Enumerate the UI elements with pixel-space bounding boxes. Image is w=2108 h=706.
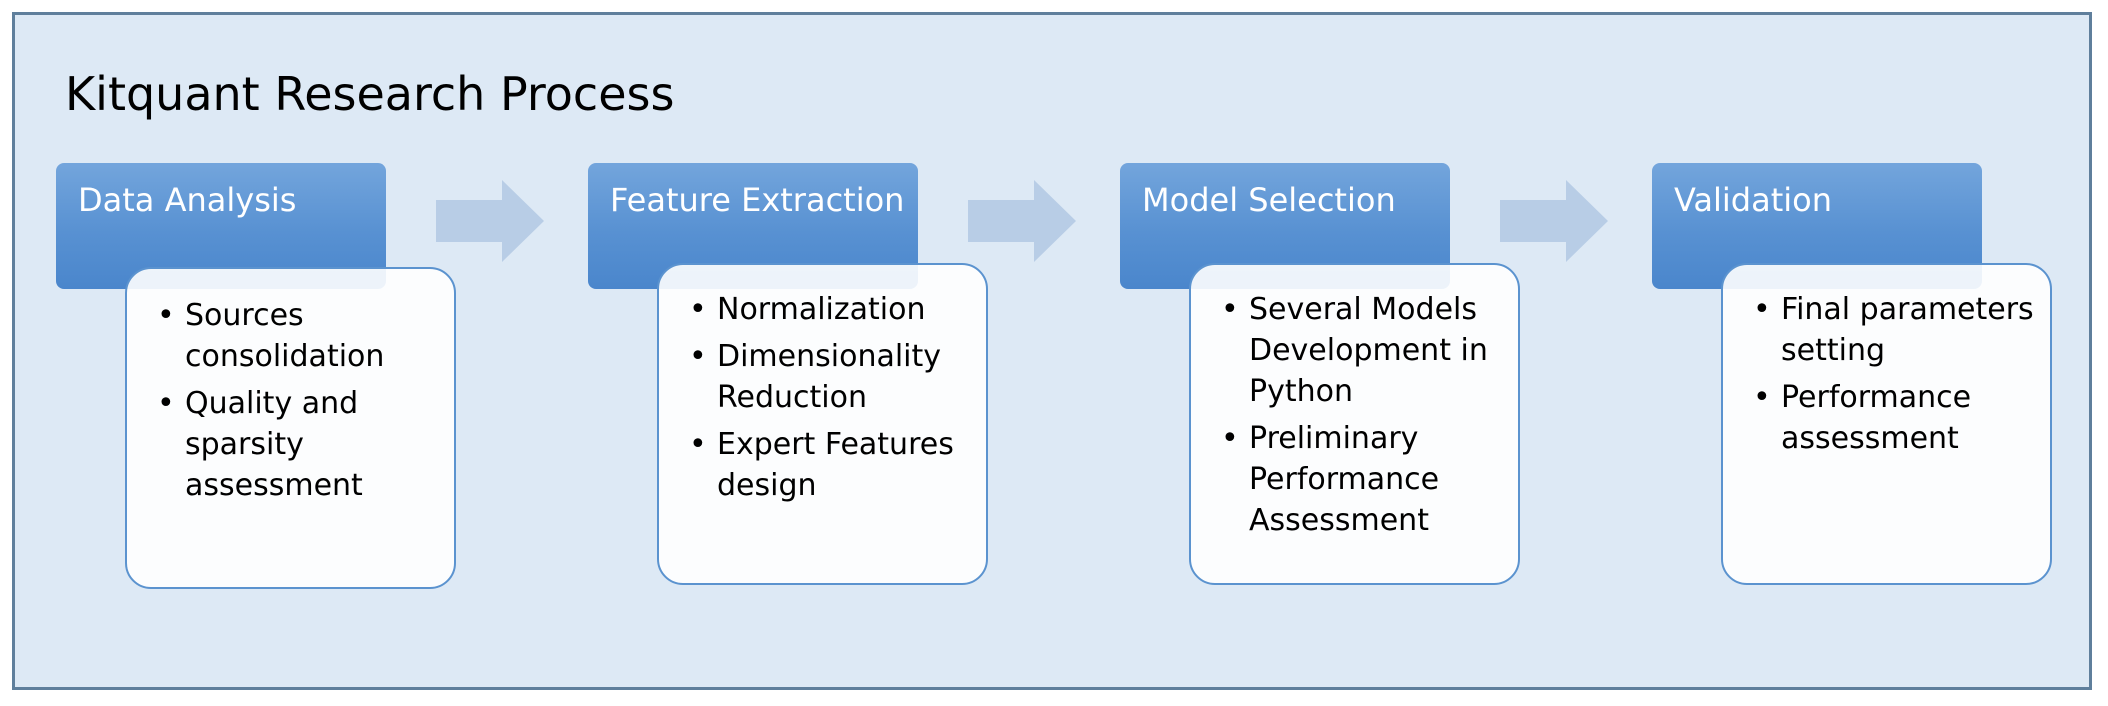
list-item: •Final parameters setting bbox=[1753, 289, 2043, 371]
bullet-icon: • bbox=[689, 292, 707, 327]
stage-header-label: Validation bbox=[1674, 181, 1833, 219]
stage-card: •Final parameters setting •Performance a… bbox=[1721, 263, 2052, 585]
stage-card: •Sources consolidation •Quality and spar… bbox=[125, 267, 456, 589]
list-item: •Several Models Development in Python bbox=[1221, 289, 1511, 412]
diagram-title: Kitquant Research Process bbox=[65, 67, 675, 121]
stage-header-label: Model Selection bbox=[1142, 181, 1396, 219]
list-item: •Sources consolidation bbox=[157, 295, 447, 377]
list-item: •Quality and sparsity assessment bbox=[157, 383, 447, 506]
stage-header-label: Feature Extraction bbox=[610, 181, 905, 219]
list-item: •Performance assessment bbox=[1753, 377, 2043, 459]
stage-card: •Several Models Development in Python •P… bbox=[1189, 263, 1520, 585]
bullet-icon: • bbox=[157, 298, 175, 333]
bullet-icon: • bbox=[1221, 292, 1239, 327]
bullet-icon: • bbox=[1221, 421, 1239, 456]
stage-feature-extraction: Feature Extraction •Normalization •Dimen… bbox=[588, 163, 988, 593]
arrow-right-icon bbox=[968, 180, 1076, 262]
bullet-list: •Several Models Development in Python •P… bbox=[1221, 289, 1511, 547]
stage-validation: Validation •Final parameters setting •Pe… bbox=[1652, 163, 2052, 593]
bullet-icon: • bbox=[1753, 380, 1771, 415]
list-item: •Preliminary Performance Assessment bbox=[1221, 418, 1511, 541]
bullet-icon: • bbox=[157, 386, 175, 421]
bullet-icon: • bbox=[689, 339, 707, 374]
arrow-right-icon bbox=[436, 180, 544, 262]
list-item: •Normalization bbox=[689, 289, 979, 330]
bullet-list: •Normalization •Dimensionality Reduction… bbox=[689, 289, 979, 512]
stage-card: •Normalization •Dimensionality Reduction… bbox=[657, 263, 988, 585]
stage-model-selection: Model Selection •Several Models Developm… bbox=[1120, 163, 1520, 593]
list-item: •Expert Features design bbox=[689, 424, 979, 506]
bullet-icon: • bbox=[689, 427, 707, 462]
bullet-list: •Sources consolidation •Quality and spar… bbox=[157, 295, 447, 512]
stage-data-analysis: Data Analysis •Sources consolidation •Qu… bbox=[56, 163, 456, 593]
list-item: •Dimensionality Reduction bbox=[689, 336, 979, 418]
stage-header-label: Data Analysis bbox=[78, 181, 297, 219]
bullet-list: •Final parameters setting •Performance a… bbox=[1753, 289, 2043, 465]
bullet-icon: • bbox=[1753, 292, 1771, 327]
arrow-right-icon bbox=[1500, 180, 1608, 262]
